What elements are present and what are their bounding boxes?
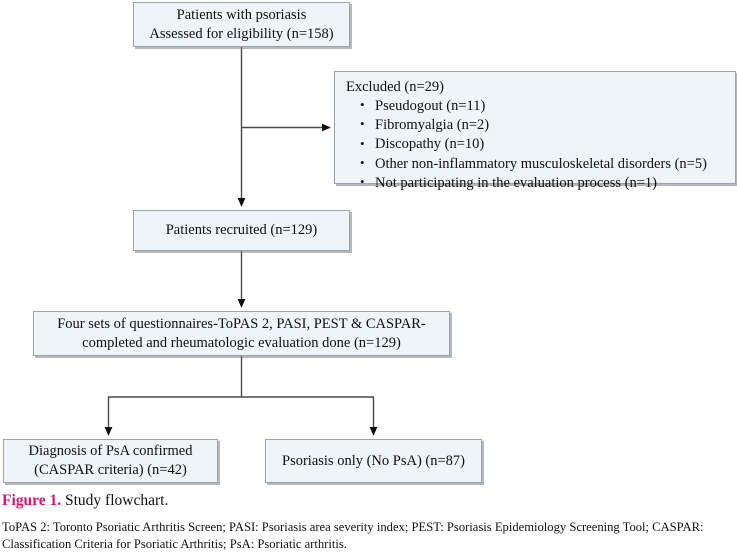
node-questionnaires: Four sets of questionnaires-ToPAS 2, PAS… <box>33 311 450 356</box>
node-psa-confirmed-line2: (CASPAR criteria) (n=42) <box>34 462 187 478</box>
flowchart-canvas: Patients with psoriasis Assessed for eli… <box>0 0 737 492</box>
list-item: Pseudogout (n=11) <box>360 96 727 116</box>
list-item: Discopathy (n=10) <box>360 135 727 154</box>
list-item: Fibromyalgia (n=2) <box>360 115 727 135</box>
figure-label: Figure 1. <box>2 492 62 509</box>
node-psoriasis-only-label: Psoriasis only (No PsA) (n=87) <box>282 452 465 469</box>
node-psa-confirmed: Diagnosis of PsA confirmed (CASPAR crite… <box>3 439 218 483</box>
list-item: Not participating in the evaluation proc… <box>360 173 727 193</box>
node-enrollment-line2: Assessed for eligibility (n=158) <box>149 25 334 42</box>
list-item: Other non-inflammatory musculoskeletal d… <box>360 154 727 174</box>
node-questionnaires-line2: completed and rheumatologic evaluation d… <box>82 334 401 351</box>
figure-footnote: ToPAS 2: Toronto Psoriatic Arthritis Scr… <box>2 519 704 551</box>
figure-caption-text: Study flowchart. <box>65 492 169 509</box>
figure-caption-block: Figure 1. Study flowchart. ToPAS 2: Toro… <box>2 491 735 552</box>
node-recruited: Patients recruited (n=129) <box>133 210 350 251</box>
node-excluded-list: Pseudogout (n=11) Fibromyalgia (n=2) Dis… <box>344 96 727 193</box>
node-recruited-label: Patients recruited (n=129) <box>165 222 318 239</box>
node-excluded: Excluded (n=29) Pseudogout (n=11) Fibrom… <box>334 71 736 191</box>
node-questionnaires-line1: Four sets of questionnaires-ToPAS 2, PAS… <box>57 315 426 332</box>
node-enrollment-line1: Patients with psoriasis <box>176 6 307 23</box>
node-enrollment: Patients with psoriasis Assessed for eli… <box>133 2 350 47</box>
node-psoriasis-only: Psoriasis only (No PsA) (n=87) <box>265 439 482 483</box>
node-excluded-title: Excluded (n=29) <box>346 79 444 95</box>
node-psa-confirmed-line1: Diagnosis of PsA confirmed <box>28 443 193 460</box>
figure-caption: Figure 1. Study flowchart. <box>2 491 735 512</box>
